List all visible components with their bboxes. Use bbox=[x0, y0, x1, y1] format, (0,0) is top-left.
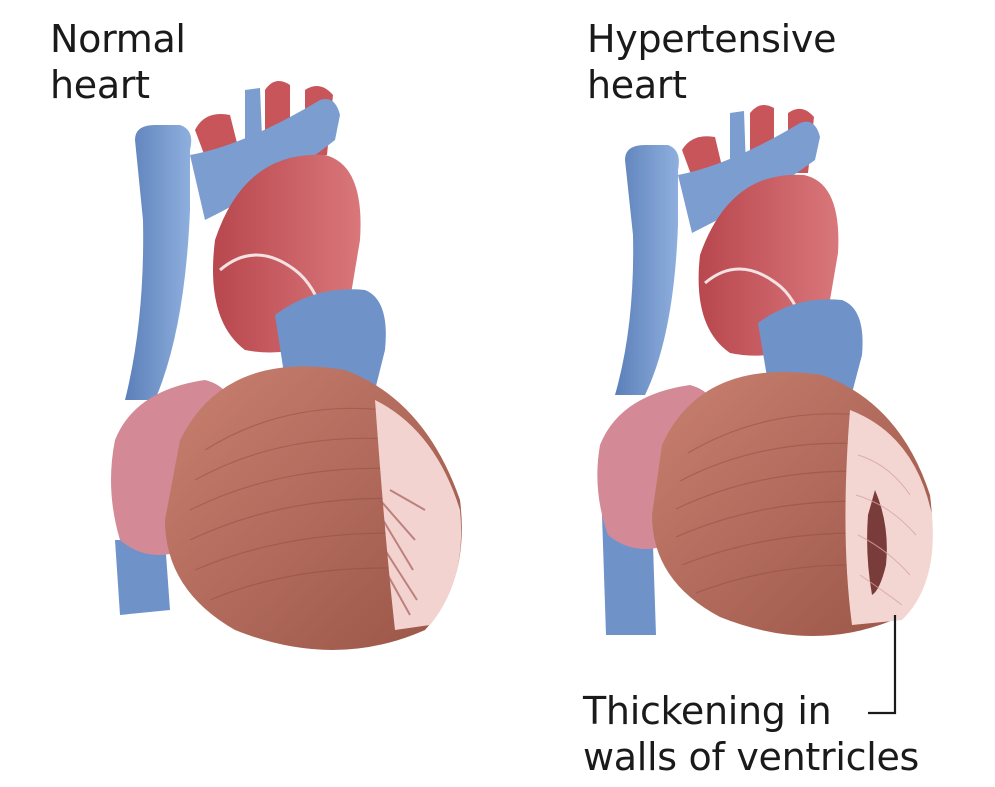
callout-label-line1: Thickening in bbox=[583, 688, 919, 734]
callout-label: Thickening in walls of ventricles bbox=[583, 688, 919, 780]
callout-label-line2: walls of ventricles bbox=[583, 734, 919, 780]
